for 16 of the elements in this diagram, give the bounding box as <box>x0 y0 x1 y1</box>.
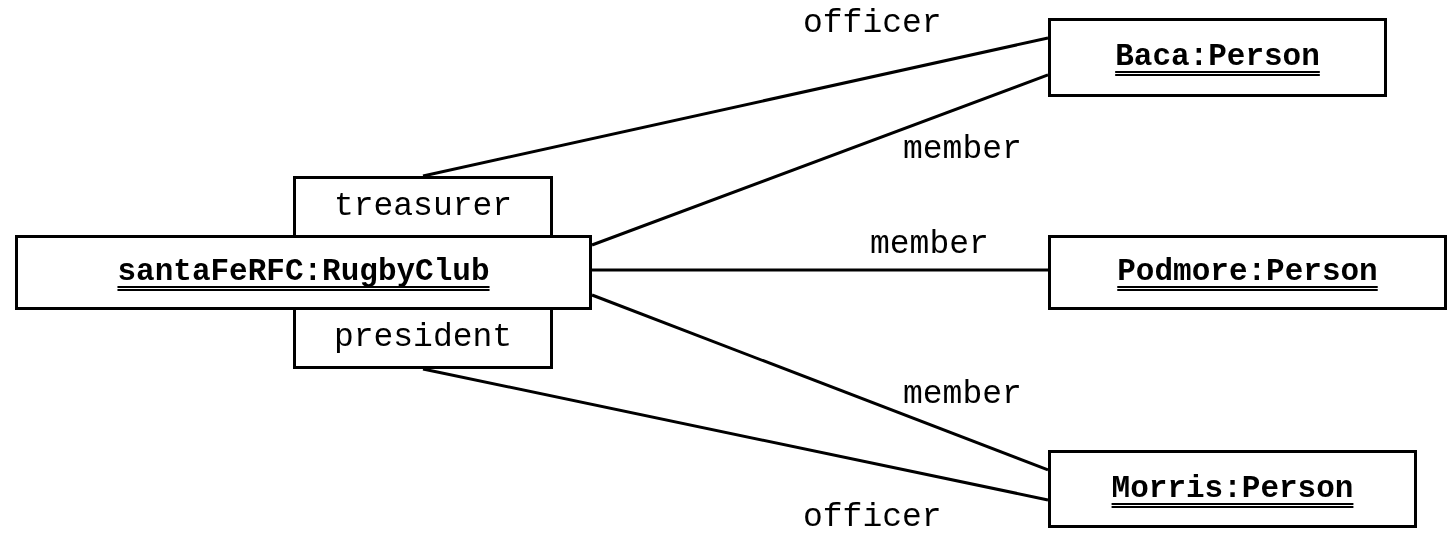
role-name: member <box>903 130 1022 170</box>
qualifier-box: president <box>293 307 553 369</box>
object-box: santaFeRFC:RugbyClub <box>15 235 592 310</box>
role-name: officer <box>803 4 942 44</box>
object-box: Baca:Person <box>1048 18 1387 97</box>
association-line <box>592 268 1048 272</box>
association-line <box>422 36 1049 178</box>
association-line <box>422 367 1049 502</box>
role-name: member <box>903 375 1022 415</box>
association-line <box>591 73 1049 247</box>
qualifier-box: treasurer <box>293 176 553 238</box>
role-name: member <box>870 225 989 265</box>
object-box: Morris:Person <box>1048 450 1417 528</box>
role-name: officer <box>803 498 942 537</box>
association-line <box>591 293 1049 472</box>
object-box: Podmore:Person <box>1048 235 1447 310</box>
